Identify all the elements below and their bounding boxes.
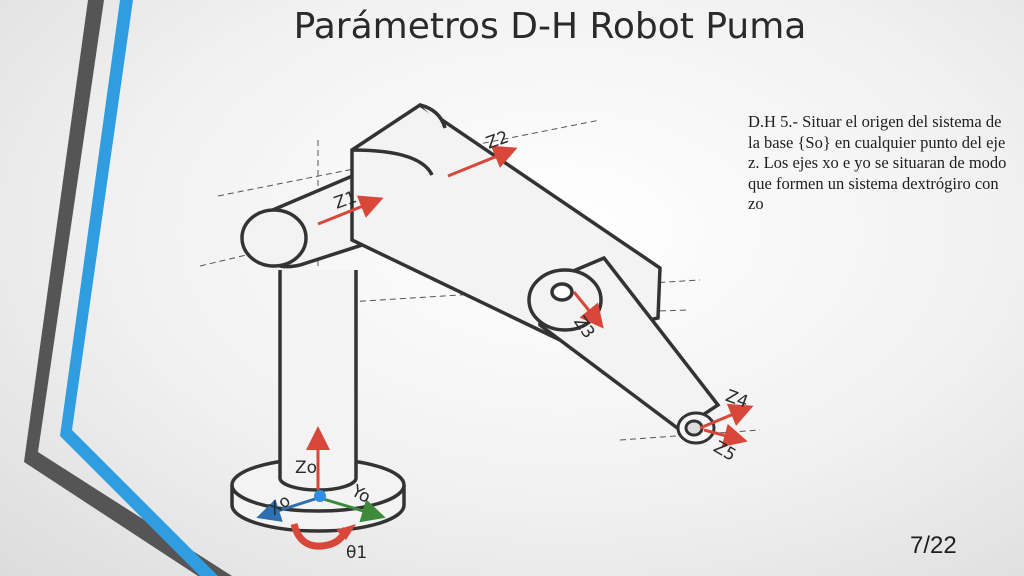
z1-axis-arrow: [317, 195, 384, 226]
joint-axes: [306, 145, 754, 490]
x0-axis-arrow: [256, 496, 319, 522]
slide-title: Parámetros D-H Robot Puma: [293, 6, 807, 47]
base-origin-point: [314, 490, 326, 502]
robot-wrist: [676, 411, 716, 445]
label-z0: Zo: [295, 458, 317, 478]
y0-axis-arrow: [319, 496, 386, 523]
label-z5: Z5: [710, 437, 739, 466]
label-theta1: θ1: [346, 543, 367, 563]
dh-step-description: D.H 5.- Situar el origen del sistema de …: [748, 112, 1007, 213]
accent-stripe: [60, 0, 218, 576]
z2-axis-arrow: [447, 145, 518, 178]
z3-axis-arrow: [572, 291, 604, 329]
z5-axis-arrow: [703, 423, 748, 448]
page-number: 7/22: [910, 532, 957, 559]
theta1-arrowhead: [336, 524, 356, 540]
z4-axis-arrow: [699, 403, 754, 430]
dark-stripe: [24, 0, 232, 576]
robot-forearm: [527, 255, 721, 433]
